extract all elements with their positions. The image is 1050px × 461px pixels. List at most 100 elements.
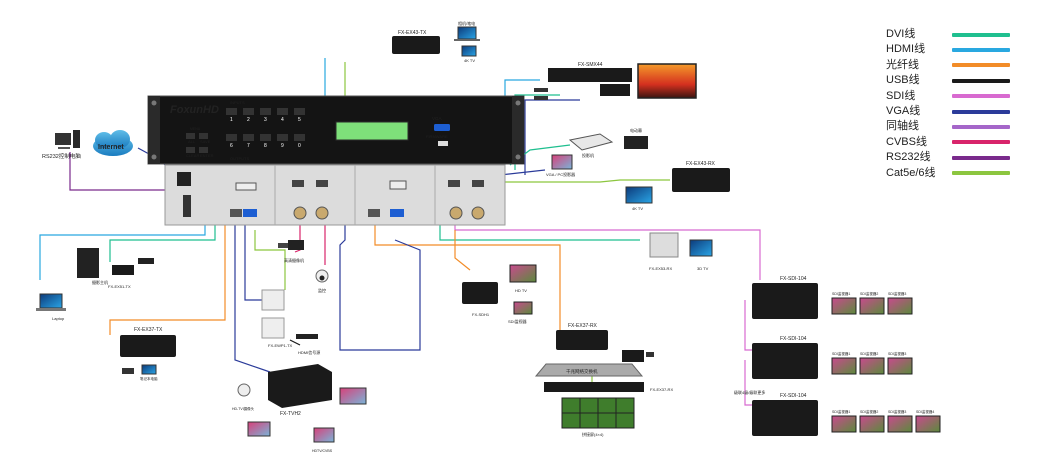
matrix-key — [294, 134, 305, 141]
legend-swatch — [952, 78, 1010, 83]
cable-wp — [244, 220, 262, 301]
camcorder: 高清摄像机 — [278, 240, 304, 263]
matrix-key — [260, 108, 271, 115]
matrix-keypad — [186, 133, 208, 153]
ex37-rx2-label: FX-EX37-RX — [650, 387, 673, 392]
matrix-back-panel — [164, 164, 506, 226]
fx-sdi-104-c: FX-SDI-104 级联4级/级联更多 — [734, 389, 818, 436]
tx-top-cam: 相机/笔电 — [458, 20, 475, 26]
sdi-monitor — [831, 297, 857, 315]
fx-ex37-rx: FX-EX37-RX RX-端 — [556, 323, 654, 369]
legend-label: USB线 — [886, 74, 920, 87]
sdi-monitor-label: SDI监视器3 — [888, 409, 906, 414]
sdi-monitor — [887, 415, 913, 433]
matrix-key — [243, 134, 254, 141]
cable-sdi104 — [454, 220, 761, 280]
matrix-key-label: 8 — [264, 143, 267, 149]
tv3d-label: 3D TV — [697, 266, 709, 271]
cascade-label: 级联4级/级联更多 — [734, 389, 765, 395]
fx-sdi-104-b: FX-SDI-104 — [752, 336, 818, 379]
projector-screen-label: 电动幕 — [630, 127, 642, 133]
hdtv-cvbs-label: HDTV/CVBS — [312, 449, 333, 453]
videowall-label: 拼接屏(4×4) — [582, 431, 604, 437]
cable-ex37 — [374, 215, 561, 330]
fx-tvh2: FX-TVH2 HD-TVI摄像头 HDTV/CVBS — [232, 364, 367, 453]
matrix-key-label: 0 — [298, 143, 301, 149]
ex53-label: FX-EX53-RX — [649, 266, 672, 271]
keys-bottom: 6 7 8 9 0 — [226, 134, 305, 149]
legend-item: HDMI线 — [886, 43, 1010, 56]
legend-label: HDMI线 — [886, 43, 926, 56]
sdi-monitor-label: SDI监视器3 — [888, 351, 906, 356]
legend-swatch — [952, 47, 1010, 52]
sdi-monitor — [831, 357, 857, 375]
legend-item: Cat5e/6线 — [886, 167, 1010, 180]
projector-label: 投影机 — [582, 152, 594, 158]
sdi-monitor — [859, 357, 885, 375]
sdi-monitor-label: SDI监视器1 — [832, 409, 850, 414]
all-label: ALL — [188, 139, 196, 144]
matrix-brand: FoxunHD — [170, 104, 219, 116]
menu-label: MENU — [190, 127, 201, 131]
inputs-label: INPUTS — [230, 100, 245, 105]
clear-label: CLEAR — [186, 153, 199, 158]
fx-ex43-tx-label: FX-EX43-TX — [398, 30, 427, 36]
legend-item: SDI线 — [886, 90, 1010, 103]
vga-port — [434, 124, 450, 131]
matrix-key-label: 7 — [247, 143, 250, 149]
sdi-monitor-label: SDI监视器 — [508, 318, 527, 324]
cable-tvh2 — [234, 225, 271, 373]
network-switch: 千兆网络交换机 FX-EX37-RX — [534, 363, 673, 392]
legend-swatch — [952, 109, 1010, 114]
cable-wp-cat — [254, 230, 286, 290]
legend-swatch — [952, 63, 1010, 68]
sdi-monitor-label: SDI监视器1 — [832, 291, 850, 296]
internet-cloud: Internet — [93, 130, 133, 156]
matrix-key — [226, 134, 237, 141]
legend-label: CVBS线 — [886, 135, 927, 148]
fx-sdh1: FX-SDH1 HD TV SDI监视器 — [462, 264, 537, 324]
legend-label: Cat5e/6线 — [886, 166, 936, 179]
matrix-key-label: 6 — [230, 143, 233, 149]
smx44-label: FX-SMX44 — [578, 62, 603, 68]
tvh2-label: FX-TVH2 — [280, 411, 301, 417]
sdi104-a-label: FX-SDI-104 — [780, 276, 807, 282]
pc-small-label: 摄影主机 — [92, 279, 108, 285]
legend-swatch — [952, 171, 1010, 176]
sdi-monitor — [859, 297, 885, 315]
legend-swatch — [952, 155, 1010, 160]
matrix-key-label: 3 — [264, 117, 267, 123]
dome-label: 监控 — [318, 287, 326, 293]
sdi-monitor — [887, 357, 913, 375]
hd-cam-label: HD-TVI摄像头 — [232, 406, 255, 411]
cable-hdmi-src — [289, 339, 301, 346]
matrix-key-label: 5 — [298, 117, 301, 123]
vga-port-label: VGA — [432, 116, 442, 121]
fx-sdi-104-a: FX-SDI-104 — [752, 276, 818, 319]
sdi-monitor — [831, 415, 857, 433]
sdi-monitor-label: SDI监视器2 — [860, 351, 878, 356]
rx-tv-label: 4K TV — [632, 206, 643, 211]
cable-rs232-pc — [69, 152, 190, 191]
legend-label: 光纤线 — [886, 58, 919, 71]
legend-swatch — [952, 94, 1010, 99]
sdi-monitor — [859, 415, 885, 433]
matrix-switcher: FoxunHD INPUTS OUTPUTS MENU ALL SAVE CLE… — [147, 95, 525, 226]
cam-label: 高清摄像机 — [284, 257, 304, 263]
fx-ewp1-tx: FX-EWP1-TX HDMI信号源 — [261, 289, 320, 355]
tx-top-tv: 4K TV — [464, 58, 475, 63]
dome-camera: 监控 — [315, 269, 329, 293]
legend-label: 同轴线 — [886, 120, 919, 133]
sdh1-label: FX-SDH1 — [472, 312, 490, 317]
legend-swatch — [952, 32, 1010, 37]
sdi-monitor — [887, 297, 913, 315]
matrix-key-label: 9 — [281, 143, 284, 149]
legend-item: USB线 — [886, 74, 1010, 87]
sdi-monitor-label: SDI监视器4 — [916, 409, 934, 414]
cable-ex43-rx — [480, 179, 670, 183]
cable-tvh2-b — [339, 215, 421, 351]
cable-vga-pc — [499, 169, 546, 176]
sdi104-c-label: FX-SDI-104 — [780, 393, 807, 399]
hdmi-src-label: HDMI信号源 — [298, 349, 320, 355]
